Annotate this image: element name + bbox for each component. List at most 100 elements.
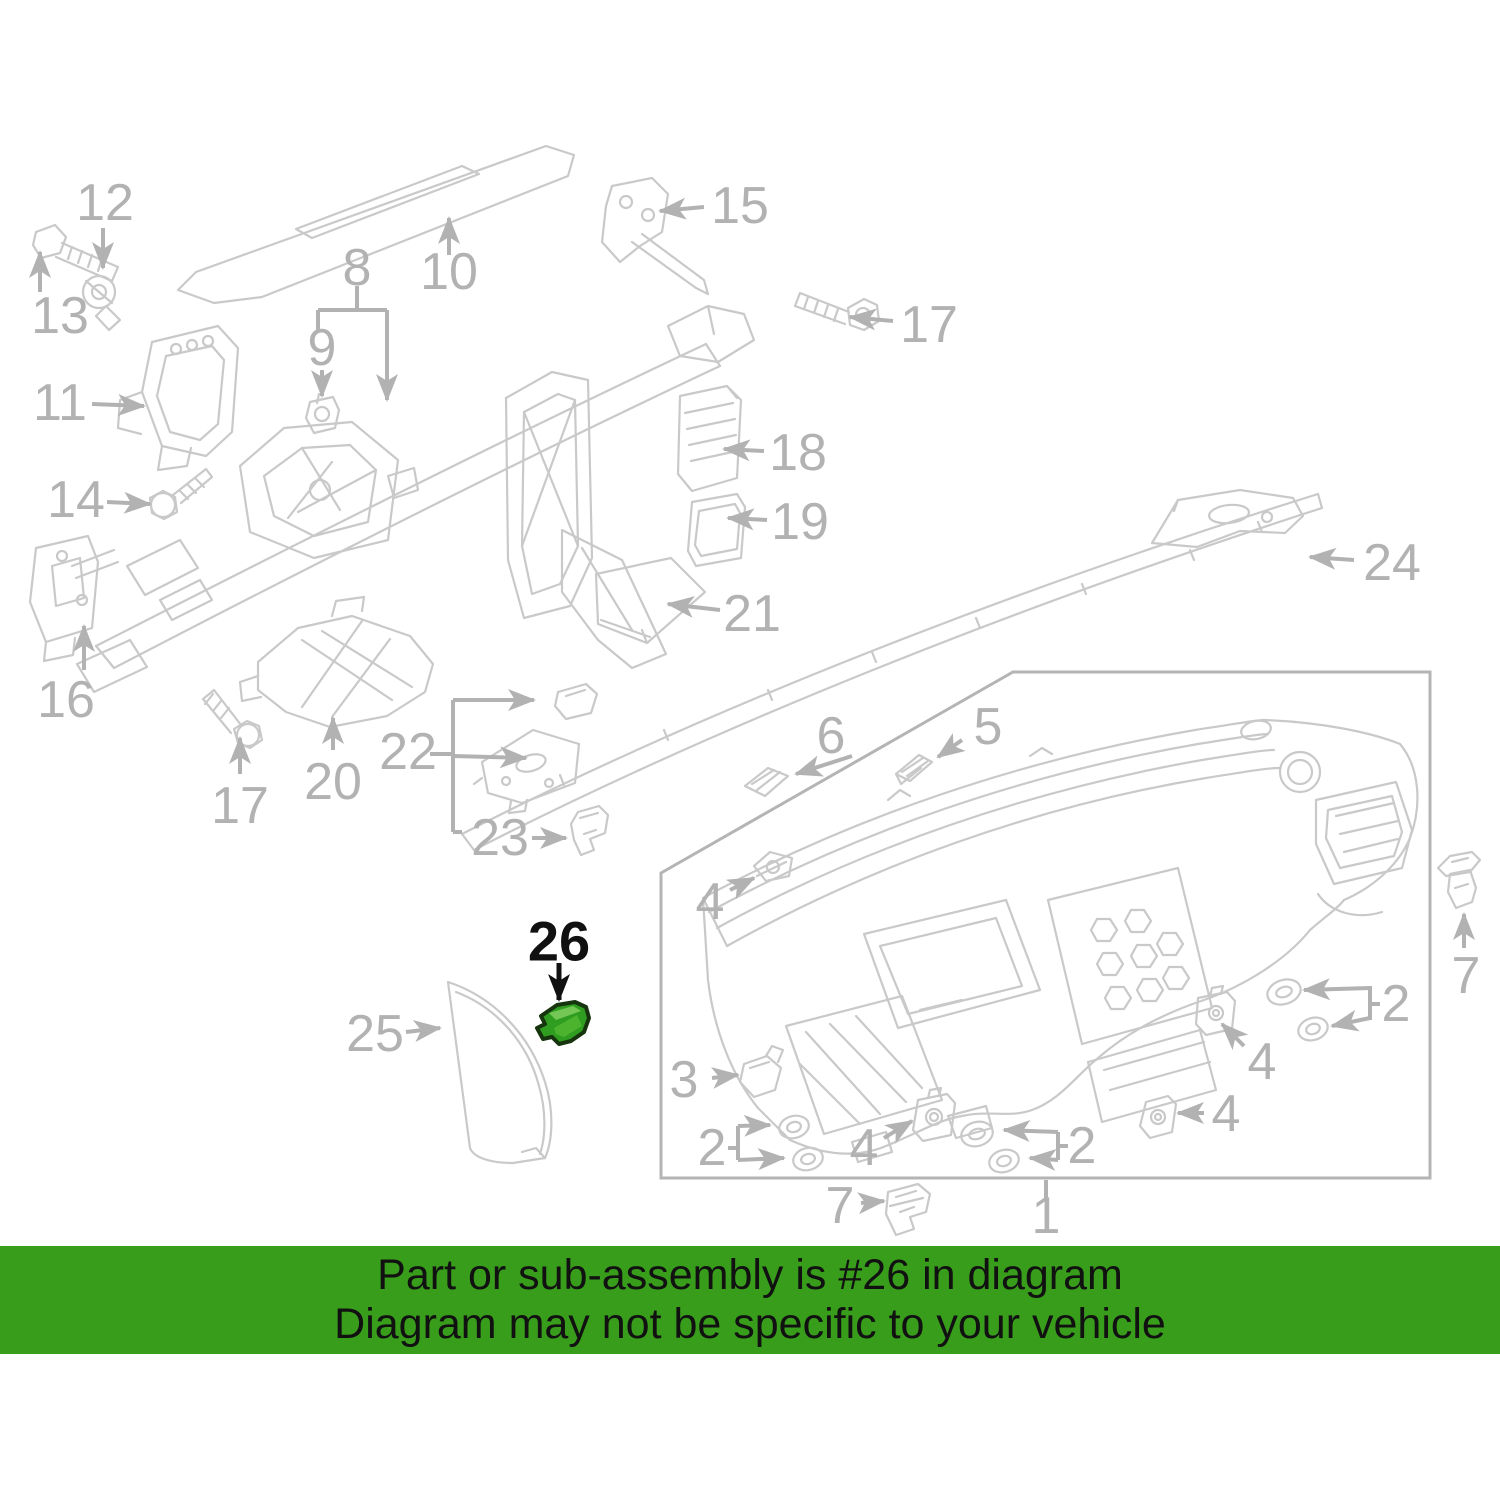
callout-label-6: 6: [817, 707, 846, 765]
callout-label-7: 7: [826, 1177, 855, 1235]
part-4-clip-d: [1138, 1094, 1178, 1140]
part-2-grommets-right: [1266, 978, 1329, 1042]
callout-7: 7: [1452, 912, 1481, 1005]
part-13-bolt: [31, 223, 120, 283]
callout-label-21: 21: [723, 585, 781, 643]
callout-label-24: 24: [1363, 534, 1421, 592]
callout-1: 1: [1032, 1180, 1061, 1245]
callout-3: 3: [670, 1051, 740, 1109]
callout-26: 26: [528, 910, 590, 1002]
callout-15: 15: [658, 177, 769, 235]
part-5-clip-target: [894, 753, 934, 786]
callout-label-4: 4: [1248, 1033, 1277, 1091]
callout-label-14: 14: [47, 471, 105, 529]
callout-label-15: 15: [711, 177, 769, 235]
callout-label-5: 5: [974, 698, 1003, 756]
callout-label-1: 1: [1032, 1187, 1061, 1245]
callout-8: 8: [316, 239, 398, 402]
part-7-clip-bottom: [884, 1182, 932, 1237]
part-25-side-trim-panel: [446, 980, 553, 1165]
callout-label-4: 4: [850, 1119, 879, 1177]
callout-10: 10: [420, 216, 478, 301]
callout-label-10: 10: [420, 243, 478, 301]
callout-label-19: 19: [771, 493, 829, 551]
part-2-grommets-left: [778, 1114, 824, 1172]
callout-19: 19: [726, 493, 829, 551]
part-17-bolt-upper: [793, 291, 881, 332]
callout-label-17: 17: [211, 777, 269, 835]
callout-24: 24: [1308, 534, 1421, 592]
info-banner: Part or sub-assembly is #26 in diagram D…: [0, 1246, 1500, 1354]
callout-label-18: 18: [769, 424, 827, 482]
part-2-grommets-center: [960, 1120, 1020, 1174]
diagram-line-art: [28, 144, 1482, 1237]
callout-label-25: 25: [346, 1005, 404, 1063]
callout-21: 21: [666, 585, 781, 643]
callout-4: 4: [1176, 1085, 1241, 1143]
part-15-bracket: [600, 176, 710, 296]
callout-14: 14: [47, 471, 152, 529]
part-19-plate: [686, 492, 747, 568]
part-7-clip-right: [1436, 850, 1482, 910]
diagram-group-box: [659, 670, 1432, 1180]
part-22-pad: [553, 682, 599, 721]
part-26-clip-highlighted: [535, 1000, 591, 1046]
callout-label-4: 4: [696, 873, 725, 931]
callout-label-8: 8: [343, 239, 372, 297]
callout-label-20: 20: [304, 753, 362, 811]
part-20-lower-duct: [238, 595, 435, 729]
part-6-clip-target: [743, 766, 790, 798]
callout-22: 22: [379, 689, 536, 834]
callout-label-4: 4: [1212, 1085, 1241, 1143]
callout-20: 20: [304, 716, 362, 811]
part-12-push-pin: [81, 274, 122, 332]
callout-label-3: 3: [670, 1051, 699, 1109]
callout-9: 9: [308, 319, 337, 398]
callout-4: 4: [850, 1119, 914, 1177]
part-4-clip-a: [752, 850, 794, 883]
part-4-clip-c: [911, 1086, 957, 1143]
banner-line2: Diagram may not be specific to your vehi…: [334, 1300, 1166, 1348]
part-9-clip: [304, 392, 341, 435]
callout-label-22: 22: [379, 723, 437, 781]
callout-label-26: 26: [528, 910, 590, 973]
part-23-clip: [569, 804, 610, 857]
exploded-parts-diagram: 1213111416172089101517181921222324256547…: [28, 144, 1482, 1245]
callout-17: 17: [848, 296, 958, 354]
part-14-bolt: [148, 467, 214, 521]
callout-2: 2: [1302, 975, 1411, 1033]
callout-17: 17: [211, 736, 269, 835]
callout-4: 4: [1220, 1022, 1277, 1091]
callout-5: 5: [936, 698, 1003, 759]
part-10-upper-cover-strip: [176, 144, 576, 305]
part-18-module: [676, 384, 743, 493]
part-3-clip: [738, 1044, 785, 1099]
callout-label-7: 7: [1452, 947, 1481, 1005]
callout-11: 11: [33, 374, 146, 432]
part-21-insulator-sheet: [594, 556, 707, 645]
callout-13: 13: [29, 250, 89, 345]
callout-23: 23: [471, 809, 568, 867]
callout-label-23: 23: [471, 809, 529, 867]
callout-label-17: 17: [900, 296, 958, 354]
callout-2: 2: [1002, 1117, 1097, 1175]
part-1-instrument-panel: [701, 718, 1419, 1164]
callout-2: 2: [698, 1114, 786, 1177]
callout-7: 7: [826, 1177, 886, 1235]
callout-label-2: 2: [1382, 975, 1411, 1033]
callout-label-9: 9: [308, 319, 337, 377]
callout-25: 25: [346, 1005, 442, 1063]
part-24-windshield-trim-strip: [460, 488, 1324, 852]
part-11-mount-bracket: [116, 324, 240, 472]
callout-4: 4: [696, 873, 756, 931]
callout-label-13: 13: [31, 287, 89, 345]
callout-label-2: 2: [1068, 1117, 1097, 1175]
callout-label-12: 12: [76, 174, 134, 232]
callout-label-2: 2: [698, 1119, 727, 1177]
banner-line1: Part or sub-assembly is #26 in diagram: [377, 1251, 1123, 1299]
callout-18: 18: [722, 424, 827, 482]
part-cross-car-beam: [75, 304, 756, 694]
callout-12: 12: [76, 174, 134, 270]
callout-16: 16: [37, 624, 95, 729]
